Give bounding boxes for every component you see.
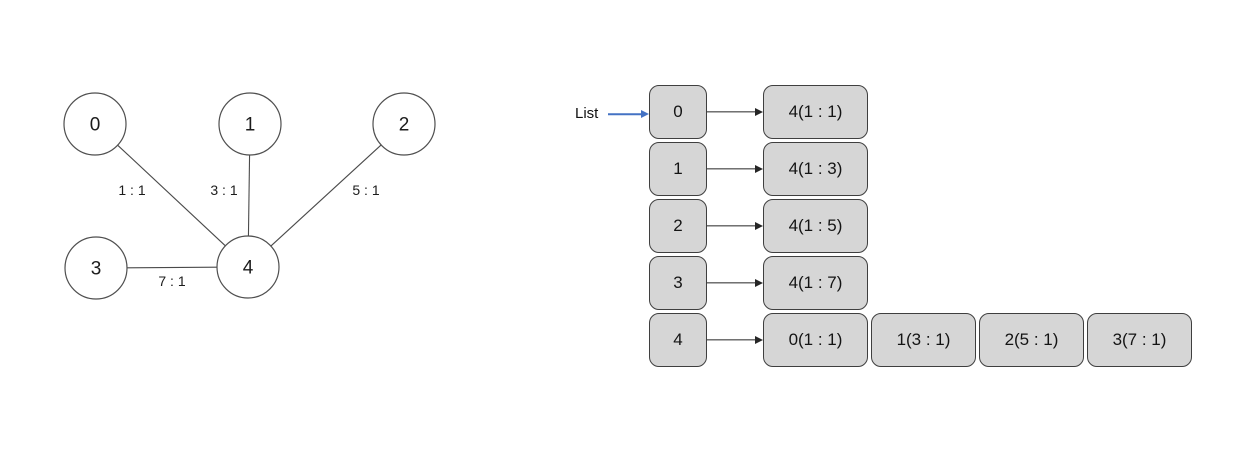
list-row-2: 2 4(1 : 5) xyxy=(649,199,871,253)
list-arrow-icon-1 xyxy=(707,142,763,196)
list-index-box-0: 0 xyxy=(649,85,707,139)
list-index-box-2: 2 xyxy=(649,199,707,253)
graph-edge-1-4 xyxy=(247,154,251,237)
graph-diagram: 1 : 1 3 : 1 5 : 1 7 : 1 0 1 2 3 4 xyxy=(63,92,436,300)
arrow-head xyxy=(755,222,763,230)
list-row-0: 0 4(1 : 1) xyxy=(649,85,871,139)
graph-node-label-0: 0 xyxy=(90,115,101,136)
graph-node-circle-2 xyxy=(372,92,436,156)
arrow-head xyxy=(641,110,649,118)
list-entry-box-4-1: 1(3 : 1) xyxy=(871,313,976,367)
graph-edge-label-1-4: 3 : 1 xyxy=(210,182,237,198)
graph-node-label-2: 2 xyxy=(399,115,410,136)
arrow-head xyxy=(755,165,763,173)
list-pointer-arrow-icon xyxy=(608,107,649,121)
list-index-box-4: 4 xyxy=(649,313,707,367)
graph-node-circle-0 xyxy=(63,92,127,156)
list-entry-box-2-0: 4(1 : 5) xyxy=(763,199,868,253)
list-entry-box-4-3: 3(7 : 1) xyxy=(1087,313,1192,367)
graph-node-label-1: 1 xyxy=(245,115,256,136)
graph-node-circle-4 xyxy=(216,235,280,299)
list-index-box-3: 3 xyxy=(649,256,707,310)
graph-edge-2-4 xyxy=(270,144,382,247)
list-row-4: 4 0(1 : 1)1(3 : 1)2(5 : 1)3(7 : 1) xyxy=(649,313,1195,367)
list-entry-box-4-0: 0(1 : 1) xyxy=(763,313,868,367)
arrow-shaft xyxy=(707,225,756,227)
arrow-shaft xyxy=(707,282,756,284)
list-arrow-icon-0 xyxy=(707,85,763,139)
arrow-head xyxy=(755,108,763,116)
arrow-head xyxy=(755,336,763,344)
arrow-shaft xyxy=(608,113,642,115)
list-pointer-label: List xyxy=(575,105,599,122)
arrow-shaft xyxy=(707,111,756,113)
list-arrow-icon-3 xyxy=(707,256,763,310)
graph-node-circle-1 xyxy=(218,92,282,156)
arrow-shaft xyxy=(707,168,756,170)
graph-edge-label-3-4: 7 : 1 xyxy=(158,273,185,289)
list-row-3: 3 4(1 : 7) xyxy=(649,256,871,310)
graph-node-circle-3 xyxy=(64,236,128,300)
graph-edge-label-0-4: 1 : 1 xyxy=(118,182,145,198)
list-entry-box-3-0: 4(1 : 7) xyxy=(763,256,868,310)
list-entry-box-0-0: 4(1 : 1) xyxy=(763,85,868,139)
list-entry-box-4-2: 2(5 : 1) xyxy=(979,313,1084,367)
graph-edge-3-4 xyxy=(126,266,218,269)
list-arrow-icon-2 xyxy=(707,199,763,253)
graph-node-label-4: 4 xyxy=(243,258,254,279)
list-arrow-icon-4 xyxy=(707,313,763,367)
arrow-head xyxy=(755,279,763,287)
graph-edge-label-2-4: 5 : 1 xyxy=(352,182,379,198)
graph-node-label-3: 3 xyxy=(91,259,102,280)
graph-edge-0-4 xyxy=(117,144,226,247)
arrow-shaft xyxy=(707,339,756,341)
list-entry-box-1-0: 4(1 : 3) xyxy=(763,142,868,196)
list-row-1: 1 4(1 : 3) xyxy=(649,142,871,196)
list-index-box-1: 1 xyxy=(649,142,707,196)
